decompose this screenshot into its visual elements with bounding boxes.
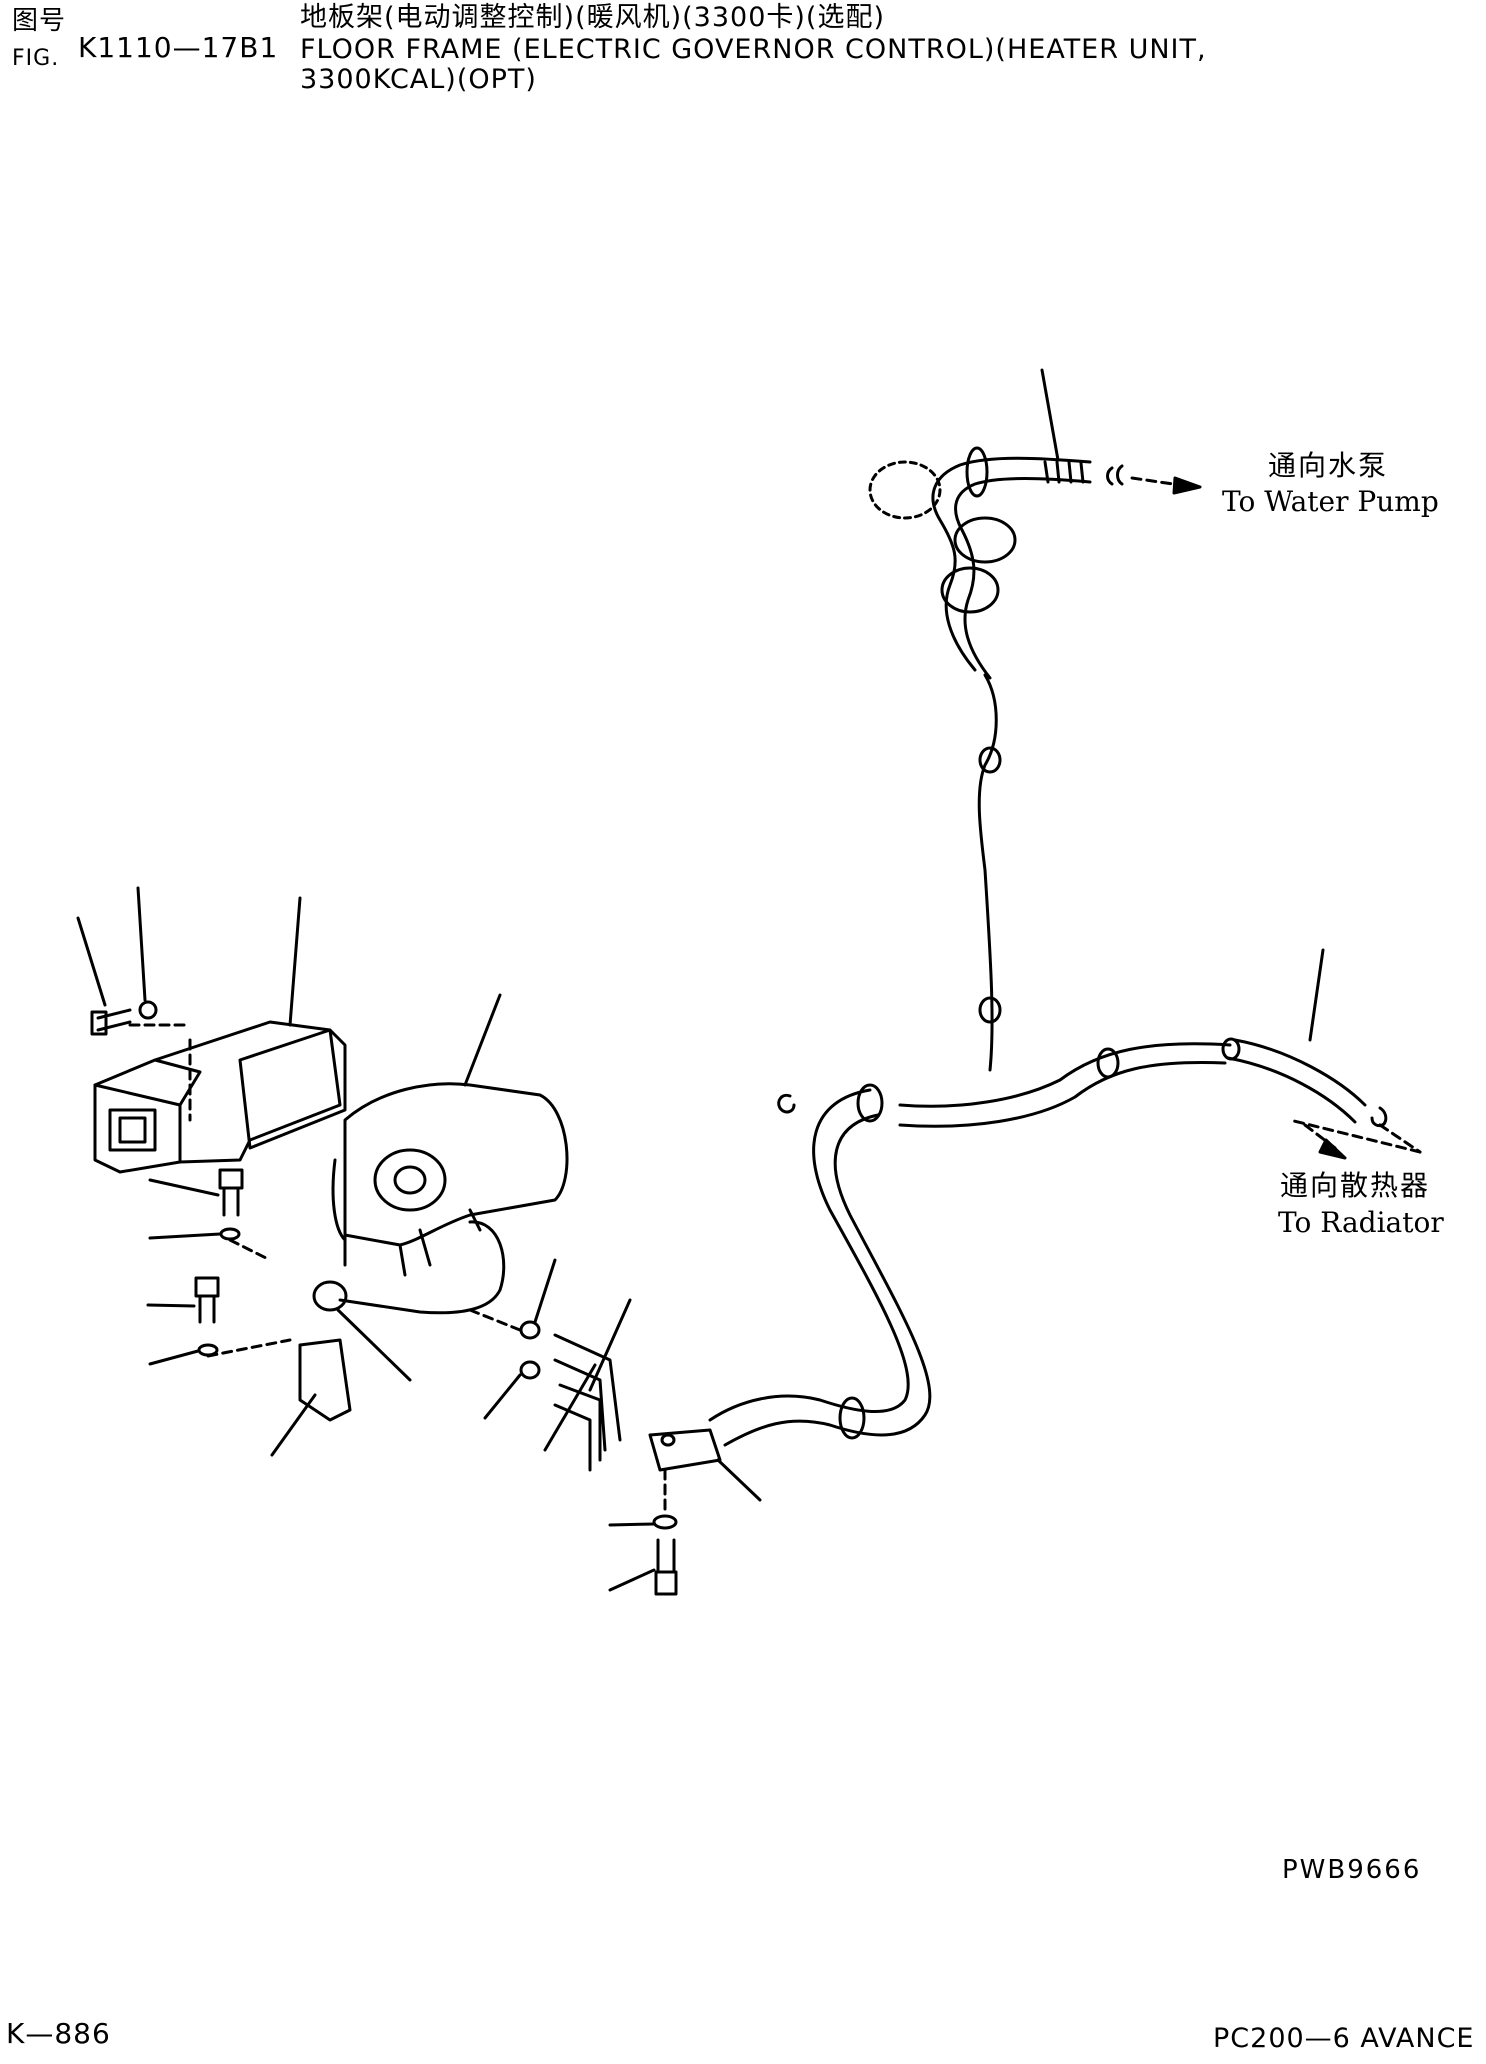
heater-hose-main <box>708 1083 932 1447</box>
heater-unit <box>331 993 569 1315</box>
fasteners <box>76 886 762 1596</box>
heater-duct <box>93 896 347 1174</box>
title-english-line-1: FLOOR FRAME (ELECTRIC GOVERNOR CONTROL)(… <box>300 34 1207 65</box>
water-pump-hose <box>868 368 1202 1072</box>
drawing-code: PWB9666 <box>1282 1855 1422 1885</box>
page-number: K—886 <box>6 2017 111 2050</box>
water-pump-label-en: To Water Pump <box>1222 485 1439 518</box>
radiator-hose <box>898 948 1422 1160</box>
figure-label-cn: 图号 <box>12 6 67 36</box>
title-chinese: 地板架(电动调整控制)(暖风机)(3300卡)(选配) <box>300 2 885 33</box>
title-english-line-2: 3300KCAL)(OPT) <box>300 64 537 95</box>
figure-label-en: FIG. <box>12 46 60 71</box>
water-pump-label-cn: 通向水泵 <box>1268 449 1389 482</box>
model-name: PC200—6 AVANCE <box>1213 2023 1475 2054</box>
figure-number: K1110—17B1 <box>78 31 279 64</box>
radiator-label-en: To Radiator <box>1278 1206 1444 1239</box>
radiator-label-cn: 通向散热器 <box>1280 1169 1431 1202</box>
